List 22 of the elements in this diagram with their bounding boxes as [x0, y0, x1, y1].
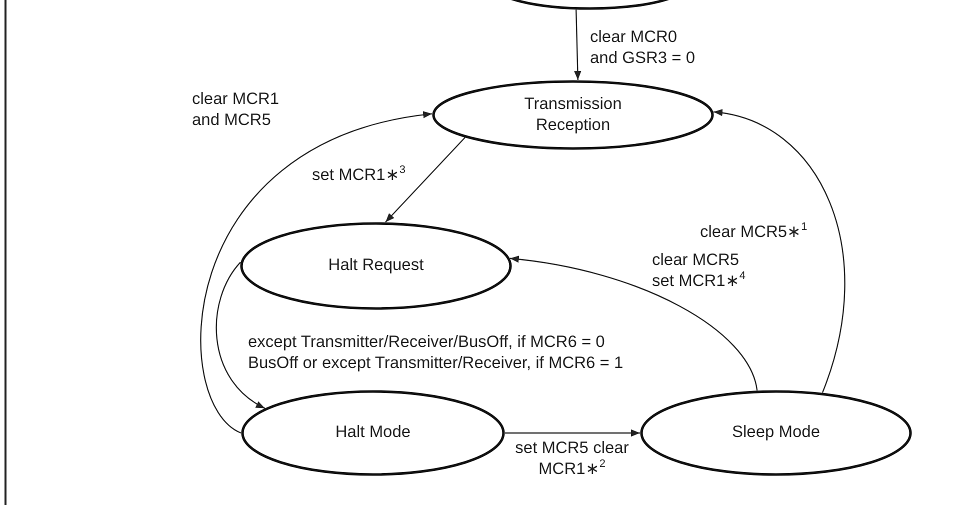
edge-label: clear MCR1 and MCR5 — [192, 89, 280, 132]
state-name: Halt Request — [328, 255, 424, 276]
edge-label: clear MCR5 set MCR1∗$^{4}$ — [652, 250, 746, 292]
state-name: Halt Mode — [335, 422, 411, 444]
edge-label: set MCR1∗$^{3}$ — [312, 165, 406, 186]
state-name: Sleep Mode — [732, 422, 820, 444]
arrow — [216, 262, 266, 409]
arrow — [713, 110, 846, 393]
arrow — [574, 10, 582, 80]
state-name: Transmission Reception — [523, 94, 623, 136]
edge-label: set MCR5 clear MCR1∗$^{2}$ — [514, 438, 630, 480]
state-ellipse — [640, 390, 912, 476]
arrow — [385, 137, 466, 223]
arrow — [200, 112, 432, 434]
state-ellipse — [241, 390, 505, 476]
arrow — [510, 256, 758, 391]
edge-label: clear MCR0 and GSR3 = 0 — [590, 27, 696, 70]
edge-label: except Transmitter/Receiver/BusOff, if MCR6 = 0 BusOff or except Transmitter/Receiver, if MCR6 = 1 — [248, 332, 624, 374]
arrow — [505, 429, 640, 437]
state-ellipse — [432, 80, 714, 150]
state-ellipse — [240, 222, 512, 310]
edge-label: clear MCR5∗$^{1}$ — [700, 222, 808, 243]
